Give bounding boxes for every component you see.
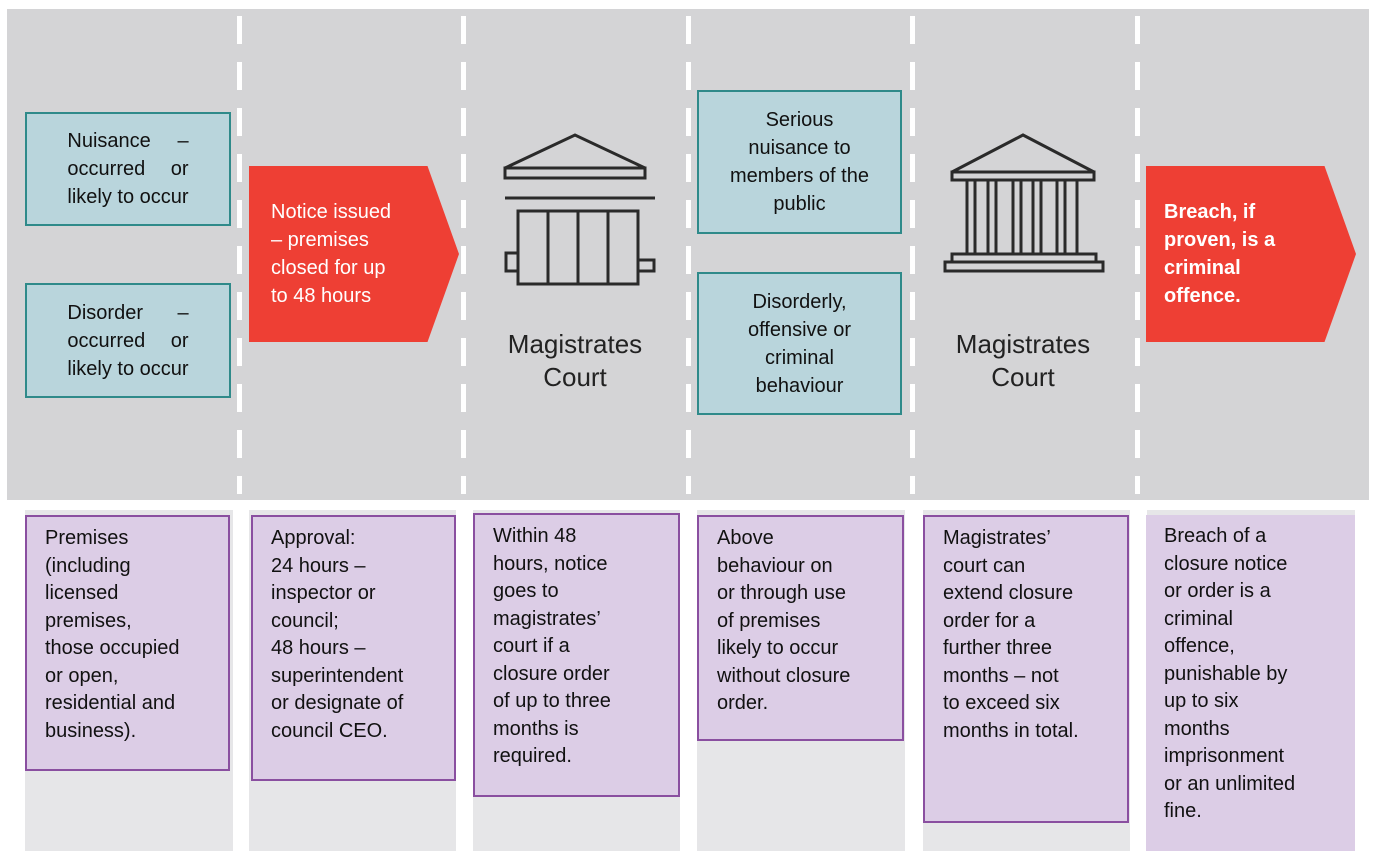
breach-arrow: Breach, if proven, is a criminal offence… <box>1146 166 1356 342</box>
courthouse-icon <box>943 133 1105 273</box>
detail-box-breach: Breach of a closure notice or order is a… <box>1146 515 1355 851</box>
detail-text: Approval: 24 hours – inspector or counci… <box>271 527 404 742</box>
stage-divider <box>686 16 691 494</box>
serious-nuisance-box: Serious nuisance to members of the publi… <box>697 90 902 234</box>
courthouse-icon <box>503 133 656 286</box>
disorder-line: occurred or <box>67 329 189 352</box>
nuisance-trigger-box: Nuisance – occurred or likely to occur <box>25 112 231 226</box>
detail-box-extension: Magistrates’ court can extend closure or… <box>923 515 1129 823</box>
detail-box-approval: Approval: 24 hours – inspector or counci… <box>251 515 456 781</box>
notice-issued-arrow: Notice issued – premises closed for up t… <box>249 166 459 342</box>
disorder-line: Disorder – <box>67 301 189 324</box>
stage-divider <box>461 16 466 494</box>
detail-text: Magistrates’ court can extend closure or… <box>943 527 1079 742</box>
stage-divider <box>237 16 242 494</box>
detail-box-magistrates-referral: Within 48 hours, notice goes to magistra… <box>473 513 680 797</box>
magistrates-court-label: Magistrates Court <box>507 329 643 392</box>
detail-text: Breach of a closure notice or order is a… <box>1164 525 1296 822</box>
detail-box-premises: Premises (including licensed premises, t… <box>25 515 230 771</box>
disorder-line: likely to occur <box>67 357 189 380</box>
nuisance-line: occurred or <box>67 158 189 180</box>
stage-divider <box>1135 16 1140 494</box>
stage-divider <box>910 16 915 494</box>
magistrates-court-label: Magistrates Court <box>955 329 1091 392</box>
detail-box-behaviour: Above behaviour on or through use of pre… <box>697 515 904 741</box>
detail-text: Premises (including licensed premises, t… <box>45 527 180 742</box>
breach-text: Breach, if proven, is a criminal offence… <box>1164 201 1276 307</box>
nuisance-line: likely to occur <box>67 186 189 208</box>
detail-text: Within 48 hours, notice goes to magistra… <box>493 525 611 767</box>
disorder-trigger-box: Disorder – occurred or likely to occur <box>25 283 231 398</box>
notice-issued-text: Notice issued – premises closed for up t… <box>271 201 392 307</box>
serious-nuisance-text: Serious nuisance to members of the publi… <box>730 109 869 215</box>
disorderly-behaviour-text: Disorderly, offensive or criminal behavi… <box>747 290 852 397</box>
detail-text: Above behaviour on or through use of pre… <box>717 527 851 714</box>
nuisance-line: Nuisance – <box>67 130 189 152</box>
disorderly-behaviour-box: Disorderly, offensive or criminal behavi… <box>697 272 902 415</box>
